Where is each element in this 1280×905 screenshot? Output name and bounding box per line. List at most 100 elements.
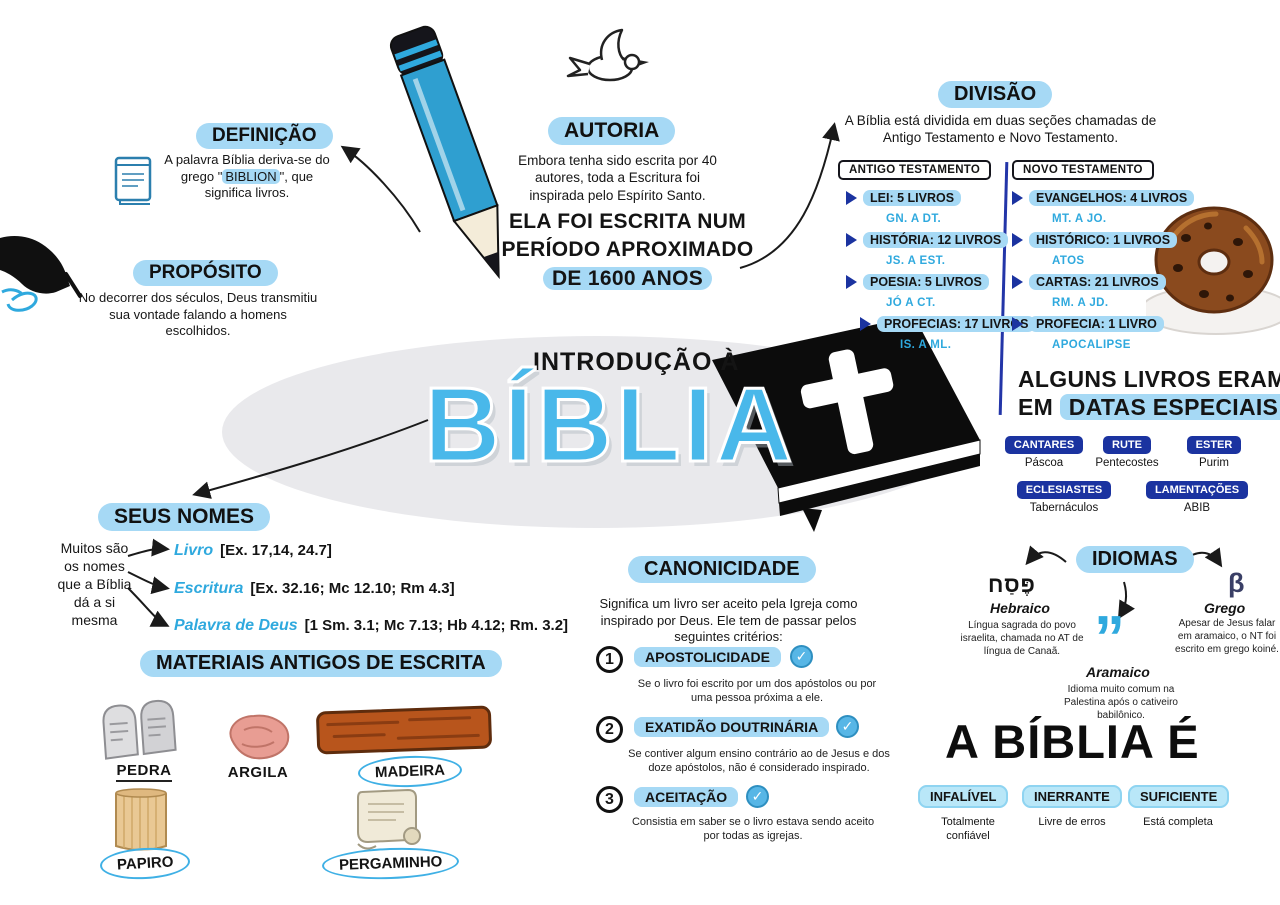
canonicidade-heading: CANONICIDADE bbox=[628, 556, 816, 583]
autoria-heading: AUTORIA bbox=[548, 117, 676, 145]
special-book-occasion: Pentecostes bbox=[1095, 457, 1159, 469]
special-book-occasion: Tabernáculos bbox=[1029, 502, 1099, 514]
proposito-heading: PROPÓSITO bbox=[133, 260, 278, 286]
special-book-occasion: Purim bbox=[1198, 457, 1230, 469]
autoria-line1: ELA FOI ESCRITA NUM bbox=[508, 210, 747, 233]
grego-desc: Apesar de Jesus falar em aramaico, o NT … bbox=[1175, 618, 1279, 655]
attribute-pill: INFALÍVEL bbox=[918, 785, 1009, 808]
nt-item-label: CARTAS: 21 LIVROS bbox=[1029, 274, 1166, 290]
autoria-emphasis: ELA FOI ESCRITA NUM PERÍODO APROXIMADO D… bbox=[500, 208, 755, 293]
special-book-name: RUTE bbox=[1103, 436, 1151, 454]
ot-item-range: GN. A DT. bbox=[886, 213, 942, 225]
nt-item: CARTAS: 21 LIVROS bbox=[1012, 274, 1166, 290]
nt-item-range: RM. A JD. bbox=[1052, 297, 1109, 309]
new-testament-header: NOVO TESTAMENTO bbox=[1012, 160, 1154, 180]
papyrus-icon bbox=[115, 788, 167, 851]
dove-icon bbox=[566, 28, 649, 82]
criterion-number: 2 bbox=[596, 716, 623, 743]
special-book-name: ESTER bbox=[1186, 436, 1242, 454]
book-icon bbox=[114, 156, 152, 205]
autoria-body: Embora tenha sido escrita por 40 autores… bbox=[518, 153, 717, 203]
biblia-e-heading: A BÍBLIA É bbox=[945, 715, 1200, 768]
attribute-desc: Totalmente confiável bbox=[941, 816, 995, 842]
special-book-name: CANTARES bbox=[1004, 436, 1084, 454]
attribute-pill: INERRANTE bbox=[1022, 785, 1122, 808]
bible-book-illustration bbox=[712, 316, 981, 532]
clay-icon bbox=[229, 714, 290, 760]
triangle-bullet-icon bbox=[1012, 317, 1023, 331]
parchment-icon bbox=[357, 788, 421, 850]
definicao-term: BIBLION bbox=[222, 168, 280, 184]
canonicidade-body: Significa um livro ser aceito pela Igrej… bbox=[599, 596, 858, 645]
material-label-pergaminho: PERGAMINHO bbox=[321, 845, 460, 882]
pencil-icon bbox=[389, 25, 500, 280]
criterion-number: 3 bbox=[596, 786, 623, 813]
datas-line2-pre: EM bbox=[1018, 394, 1060, 420]
grego-name: Grego bbox=[1204, 600, 1246, 616]
bible-name: Escritura bbox=[174, 580, 244, 597]
attribute-pill: SUFICIENTE bbox=[1128, 785, 1230, 808]
criterion-number: 1 bbox=[596, 646, 623, 673]
triangle-bullet-icon bbox=[1012, 275, 1023, 289]
aramaico-desc: Idioma muito comum na Palestina após o c… bbox=[1064, 684, 1178, 721]
bible-name-refs: [Ex. 32.16; Mc 12.10; Rm 4.3] bbox=[250, 580, 455, 597]
bible-name-item: Palavra de Deus[1 Sm. 3.1; Mc 7.13; Hb 4… bbox=[174, 617, 568, 635]
criterion-desc: Se contiver algum ensino contrário ao de… bbox=[628, 748, 890, 774]
definicao-heading: DEFINIÇÃO bbox=[196, 123, 333, 149]
aramaico-name: Aramaico bbox=[1086, 664, 1150, 680]
seus-nomes-heading: SEUS NOMES bbox=[98, 503, 271, 531]
wood-plank-icon bbox=[316, 705, 492, 755]
triangle-bullet-icon bbox=[846, 275, 857, 289]
special-book-occasion: Páscoa bbox=[1024, 457, 1064, 469]
ot-item: HISTÓRIA: 12 LIVROS bbox=[846, 232, 1009, 248]
ot-item-label: PROFECIAS: 17 LIVROS bbox=[877, 316, 1036, 332]
ot-item: POESIA: 5 LIVROS bbox=[846, 274, 989, 290]
ot-item-range: JÓ A CT. bbox=[886, 297, 936, 309]
beta-icon: β bbox=[1228, 568, 1245, 598]
bible-name-refs: [Ex. 17,14, 24.7] bbox=[220, 542, 332, 559]
nt-item-range: ATOS bbox=[1052, 255, 1085, 267]
definicao-body: A palavra Bíblia deriva-se do grego "BIB… bbox=[162, 152, 332, 202]
ot-item-label: HISTÓRIA: 12 LIVROS bbox=[863, 232, 1009, 248]
bible-name-item: Escritura [Ex. 32.16; Mc 12.10; Rm 4.3] bbox=[174, 580, 455, 598]
hebraico-desc: Língua sagrada do povo israelita, chamad… bbox=[960, 620, 1084, 657]
criterion-label: APOSTOLICIDADE bbox=[634, 647, 781, 667]
special-book: ESTER Purim bbox=[1182, 436, 1246, 469]
ot-item: LEI: 5 LIVROS bbox=[846, 190, 962, 206]
quote-icon: ” bbox=[1094, 604, 1125, 673]
criterion-label: ACEITAÇÃO bbox=[634, 787, 739, 807]
nt-item-label: HISTÓRICO: 1 LIVROS bbox=[1029, 232, 1178, 248]
cross-icon bbox=[800, 349, 894, 455]
old-testament-header: ANTIGO TESTAMENTO bbox=[838, 160, 992, 180]
triangle-bullet-icon bbox=[860, 317, 871, 331]
ot-item: PROFECIAS: 17 LIVROS bbox=[860, 316, 1036, 332]
sweet-bread-photo bbox=[1146, 206, 1280, 335]
autoria-line3: DE 1600 ANOS bbox=[542, 266, 713, 290]
ot-item-range: IS. A ML. bbox=[900, 339, 952, 351]
attribute-desc: Está completa bbox=[1143, 816, 1213, 828]
stone-tablets-icon bbox=[102, 699, 177, 760]
material-label-papiro: PAPIRO bbox=[99, 845, 192, 882]
criterion-label: EXATIDÃO DOUTRINÁRIA bbox=[634, 717, 830, 737]
datas-line1: ALGUNS LIVROS ERAM LIDOS bbox=[1018, 366, 1280, 392]
material-label-pedra: PEDRA bbox=[116, 762, 172, 782]
seus-nomes-intro: Muitos são os nomes que a Bíblia dá a si… bbox=[57, 540, 132, 628]
nt-item: EVANGELHOS: 4 LIVROS bbox=[1012, 190, 1195, 206]
hebrew-word: פֶּסַח bbox=[988, 572, 1036, 597]
criterion-desc: Consistia em saber se o livro estava sen… bbox=[631, 816, 875, 842]
bible-name-refs: [1 Sm. 3.1; Mc 7.13; Hb 4.12; Rm. 3.2] bbox=[304, 617, 569, 634]
special-book: RUTE Pentecostes bbox=[1094, 436, 1160, 469]
special-book-occasion: ABIB bbox=[1183, 502, 1211, 514]
special-book: CANTARES Páscoa bbox=[1004, 436, 1084, 469]
proposito-body: No decorrer dos séculos, Deus transmitiu… bbox=[78, 290, 318, 339]
triangle-bullet-icon bbox=[846, 233, 857, 247]
hebraico-name: Hebraico bbox=[990, 600, 1050, 616]
nt-item-label: EVANGELHOS: 4 LIVROS bbox=[1029, 190, 1195, 206]
writing-hand-icon bbox=[0, 236, 82, 312]
autoria-line2: PERÍODO APROXIMADO bbox=[501, 238, 754, 262]
material-label-argila: ARGILA bbox=[227, 764, 289, 781]
bible-name-item: Livro[Ex. 17,14, 24.7] bbox=[174, 542, 332, 560]
nt-item-range: MT. A JO. bbox=[1052, 213, 1107, 225]
idiomas-heading: IDIOMAS bbox=[1076, 546, 1194, 573]
